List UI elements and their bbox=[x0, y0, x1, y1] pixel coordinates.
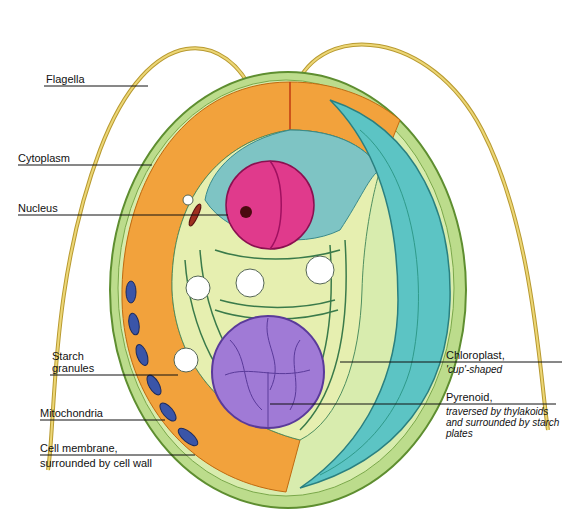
part-label: surrounded by cell wall bbox=[40, 457, 190, 469]
part-label: Starch granules bbox=[52, 350, 104, 374]
leader-line bbox=[18, 215, 228, 216]
part-label: Flagella bbox=[46, 73, 156, 85]
part-label: Chloroplast, bbox=[446, 349, 566, 361]
mitochondrion bbox=[126, 281, 136, 303]
mitochondria bbox=[126, 203, 203, 449]
nucleus bbox=[226, 161, 314, 249]
nucleus-division bbox=[270, 161, 281, 249]
leader-line bbox=[50, 375, 178, 376]
leader-line bbox=[44, 86, 148, 87]
part-label: Cytoplasm bbox=[18, 152, 138, 164]
pyrenoid-thylakoids bbox=[225, 318, 310, 428]
part-label: Pyrenoid, bbox=[446, 391, 566, 403]
leader-line bbox=[18, 165, 152, 166]
mitochondrion bbox=[134, 343, 151, 367]
thylakoid bbox=[320, 130, 418, 475]
starch-granule bbox=[183, 195, 193, 205]
thylakoid bbox=[220, 300, 335, 308]
divider-line bbox=[289, 82, 291, 130]
starch-granule bbox=[186, 276, 210, 300]
thylakoids bbox=[185, 240, 346, 430]
thylakoid bbox=[230, 340, 262, 410]
part-label: Cell membrane, bbox=[40, 442, 190, 454]
nucleolus bbox=[240, 206, 252, 218]
chloroplast bbox=[300, 100, 450, 488]
leader-line bbox=[40, 420, 165, 421]
part-label: 'cup'-shaped bbox=[446, 364, 566, 375]
starch-granule bbox=[174, 348, 198, 372]
leader-line bbox=[40, 455, 195, 456]
pyrenoid bbox=[212, 316, 324, 428]
part-label: Nucleus bbox=[18, 202, 138, 214]
leader-line bbox=[340, 362, 562, 363]
part-label: Mitochondria bbox=[40, 407, 160, 419]
part-label: traversed by thylakoids and surrounded b… bbox=[446, 406, 562, 439]
starch-granule bbox=[306, 256, 334, 284]
cell-membrane bbox=[118, 80, 454, 496]
mitochondrion bbox=[144, 373, 164, 397]
leader-line bbox=[270, 404, 556, 405]
cell-wall bbox=[110, 72, 466, 508]
mitochondrion bbox=[127, 312, 141, 335]
thylakoid bbox=[290, 340, 300, 410]
mitochondrion bbox=[176, 425, 201, 448]
pyrenoid-division bbox=[268, 372, 269, 428]
cytoplasm bbox=[172, 130, 380, 440]
starch-granule bbox=[236, 269, 264, 297]
